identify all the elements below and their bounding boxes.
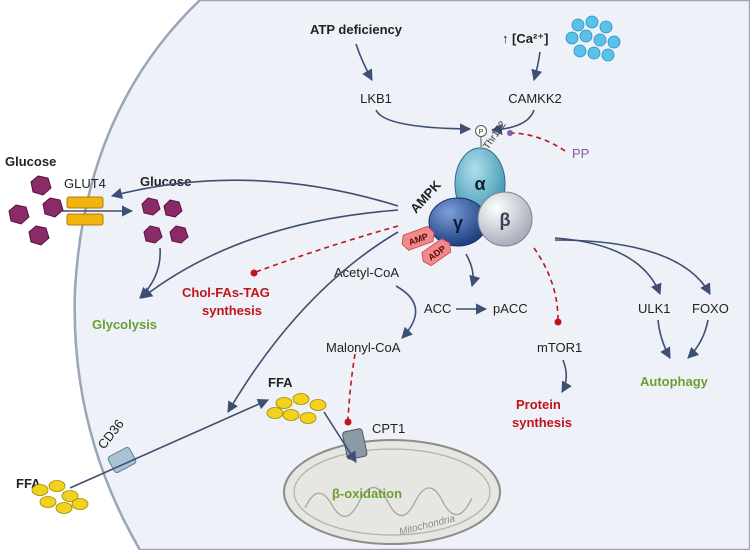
- malonyl-coa-label: Malonyl-CoA: [326, 340, 401, 355]
- amp-badge: AMP: [401, 225, 435, 251]
- mitochondrion: [283, 439, 501, 545]
- calcium-label: [Ca²⁺]: [512, 31, 548, 46]
- calcium-to-camkk2-arrow: [531, 51, 543, 82]
- acetyl-coa-label: Acetyl-CoA: [334, 265, 399, 280]
- gamma-label: γ: [453, 213, 463, 233]
- chol-fas-tag-label: Chol-FAs-TAG: [182, 285, 270, 300]
- mtor1-inhibition-end: [554, 318, 562, 326]
- pp-label: PP: [572, 146, 589, 161]
- ffa-uptake-arrow: [69, 398, 270, 489]
- beta-label: β: [500, 210, 511, 230]
- glycolysis-label: Glycolysis: [92, 317, 157, 332]
- ffa-molecules-outside: [31, 480, 89, 514]
- cpt1-label: CPT1: [372, 421, 405, 436]
- ampk-to-pacc-arrow: [465, 253, 481, 288]
- lipid-synthesis-inhibition-end: [250, 269, 258, 277]
- ampk-inhibits-lipid-synthesis-line: [255, 225, 399, 273]
- acetyl-to-malonyl-arrow: [395, 285, 417, 339]
- ampk-to-foxo-arrow: [554, 239, 711, 295]
- mtor1-label: mTOR1: [537, 340, 582, 355]
- phosphorylation-icon: [475, 125, 487, 137]
- phospho-label: P: [479, 129, 484, 136]
- pacc-label: pACC: [493, 301, 528, 316]
- atp-to-lkb1-arrow: [355, 43, 373, 81]
- lkb1-to-ampk-arrow: [375, 109, 472, 135]
- synthesis-label-2: synthesis: [512, 415, 572, 430]
- autophagy-label: Autophagy: [640, 374, 709, 389]
- camkk2-to-ampk-arrow: [490, 109, 535, 136]
- ulk1-to-autophagy-arrow: [657, 319, 671, 359]
- pp-inhibition-end: [507, 130, 513, 136]
- ampk-to-cd36-arrow: [227, 231, 399, 413]
- ulk1-label: ULK1: [638, 301, 671, 316]
- cd36-transporter: [107, 446, 137, 474]
- ampk-to-glycolysis-arrow: [141, 209, 399, 299]
- protein-label: Protein: [516, 397, 561, 412]
- lkb1-label: LKB1: [360, 91, 392, 106]
- glut4-transporter: [66, 196, 104, 226]
- glucose-to-glycolysis-arrow: [139, 247, 161, 299]
- beta-oxidation-label: β-oxidation: [332, 486, 402, 501]
- synthesis-label-1: synthesis: [202, 303, 262, 318]
- ffa-into-mitochondria-arrow: [323, 411, 357, 463]
- glucose-molecules-outside: [8, 175, 64, 246]
- atp-deficiency-label: ATP deficiency: [310, 22, 403, 37]
- glut4-label: GLUT4: [64, 176, 106, 191]
- cell-membrane: [73, 0, 750, 552]
- acc-label: ACC: [424, 301, 451, 316]
- foxo-to-autophagy-arrow: [687, 319, 709, 359]
- ffa-inside-label: FFA: [268, 375, 293, 390]
- glucose-inside-label: Glucose: [140, 174, 191, 189]
- ffa-molecules-inside: [266, 393, 327, 424]
- foxo-label: FOXO: [692, 301, 729, 316]
- mtor1-to-protein-arrow: [561, 359, 572, 393]
- malonyl-inhibits-cpt1-line: [347, 353, 356, 421]
- pp-dephosphorylation-line: [511, 132, 566, 152]
- adp-badge: ADP: [421, 238, 452, 267]
- calcium-ions-icon: [565, 15, 621, 62]
- alpha-label: α: [474, 174, 485, 194]
- ampk-to-glut4-arrow: [110, 179, 399, 207]
- calcium-increase-arrow: ↑: [502, 31, 509, 46]
- glucose-outside-label: Glucose: [5, 154, 56, 169]
- camkk2-label: CAMKK2: [508, 91, 561, 106]
- cpt1-inhibition-end: [344, 418, 352, 426]
- ampk-inhibits-mtor1-line: [533, 247, 559, 321]
- ampk-beta-subunit: [477, 191, 533, 247]
- glucose-molecules-inside: [141, 197, 189, 244]
